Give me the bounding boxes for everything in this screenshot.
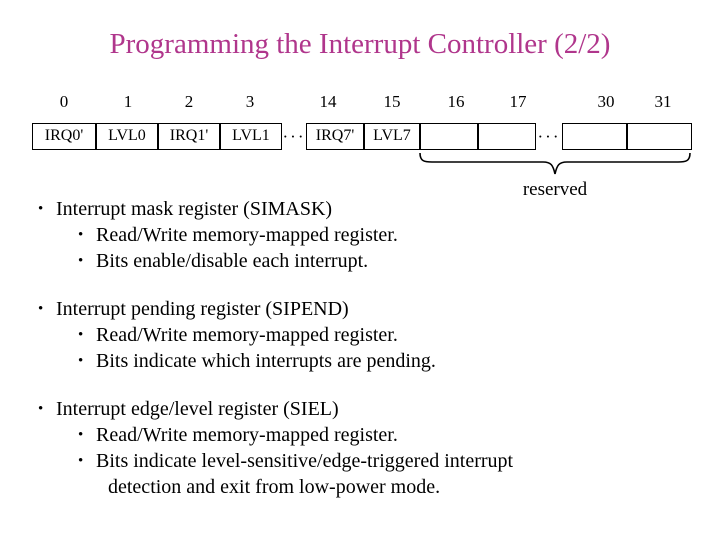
bullet-item: • Read/Write memory-mapped register.: [0, 322, 720, 348]
bullet-group-sipend: • Interrupt pending register (SIPEND) • …: [0, 296, 720, 374]
bullet-dot-icon: •: [38, 401, 44, 417]
bullet-heading-simask: • Interrupt mask register (SIMASK): [0, 196, 720, 222]
bullet-item-continuation: detection and exit from low-power mode.: [108, 476, 441, 498]
bullet-group-simask: • Interrupt mask register (SIMASK) • Rea…: [0, 196, 720, 274]
bullet-dot-icon: •: [78, 227, 84, 243]
bit-cell-16: [420, 123, 478, 150]
slide-body: • Interrupt mask register (SIMASK) • Rea…: [0, 196, 720, 522]
bitfield-diagram: 0 1 2 3 14 15 16 17 30 31 IRQ0' LVL0 IRQ…: [0, 92, 720, 212]
bullet-dot-icon: •: [78, 453, 84, 469]
bullet-heading-text: Interrupt pending register (SIPEND): [56, 298, 349, 320]
bullet-dot-icon: •: [78, 427, 84, 443]
bullet-item: • Bits indicate which interrupts are pen…: [0, 348, 720, 374]
bit-cell-31: [627, 123, 692, 150]
bullet-heading-text: Interrupt edge/level register (SIEL): [56, 398, 339, 420]
bit-cell-2: IRQ1': [158, 123, 220, 150]
bullet-item-text: Bits enable/disable each interrupt.: [96, 250, 369, 272]
bullet-item-text: Read/Write memory-mapped register.: [96, 224, 398, 246]
bullet-item-text: Bits indicate level-sensitive/edge-trigg…: [96, 450, 514, 472]
bit-cell-14: IRQ7': [306, 123, 364, 150]
bit-label-16: 16: [447, 92, 465, 111]
bit-cell-30: [562, 123, 627, 150]
bullet-item: • Read/Write memory-mapped register.: [0, 222, 720, 248]
bullet-dot-icon: •: [38, 201, 44, 217]
bit-cell-15: LVL7: [364, 123, 420, 150]
bit-label-0: 0: [59, 92, 69, 111]
bit-label-15: 15: [383, 92, 401, 111]
bullet-item-text: Bits indicate which interrupts are pendi…: [96, 350, 436, 372]
bit-label-14: 14: [319, 92, 337, 111]
bit-cell-17: [478, 123, 536, 150]
bullet-item-text: Read/Write memory-mapped register.: [96, 324, 398, 346]
reserved-brace-icon: [419, 153, 691, 175]
bit-cell-3: LVL1: [220, 123, 282, 150]
bit-cell-0: IRQ0': [32, 123, 96, 150]
bullet-item: • Bits indicate level-sensitive/edge-tri…: [0, 448, 720, 474]
bitfield-ellipsis-left: ···: [282, 127, 306, 146]
bit-label-17: 17: [509, 92, 527, 111]
bullet-item-text: Read/Write memory-mapped register.: [96, 424, 398, 446]
bullet-dot-icon: •: [78, 353, 84, 369]
reserved-label: reserved: [522, 179, 588, 200]
bullet-heading-siel: • Interrupt edge/level register (SIEL): [0, 396, 720, 422]
bit-cell-1: LVL0: [96, 123, 158, 150]
bit-label-31: 31: [654, 92, 672, 111]
bit-label-30: 30: [597, 92, 615, 111]
bullet-dot-icon: •: [78, 327, 84, 343]
bit-label-2: 2: [184, 92, 194, 111]
bullet-dot-icon: •: [78, 253, 84, 269]
bullet-item: • Bits enable/disable each interrupt.: [0, 248, 720, 274]
bullet-heading-sipend: • Interrupt pending register (SIPEND): [0, 296, 720, 322]
bit-label-3: 3: [245, 92, 255, 111]
bitfield-ellipsis-right: ···: [537, 127, 561, 146]
bit-label-1: 1: [123, 92, 133, 111]
page-title: Programming the Interrupt Controller (2/…: [109, 28, 611, 60]
bullet-item: • Read/Write memory-mapped register.: [0, 422, 720, 448]
bullet-heading-text: Interrupt mask register (SIMASK): [56, 198, 333, 220]
bullet-group-siel: • Interrupt edge/level register (SIEL) •…: [0, 396, 720, 500]
bullet-dot-icon: •: [38, 301, 44, 317]
